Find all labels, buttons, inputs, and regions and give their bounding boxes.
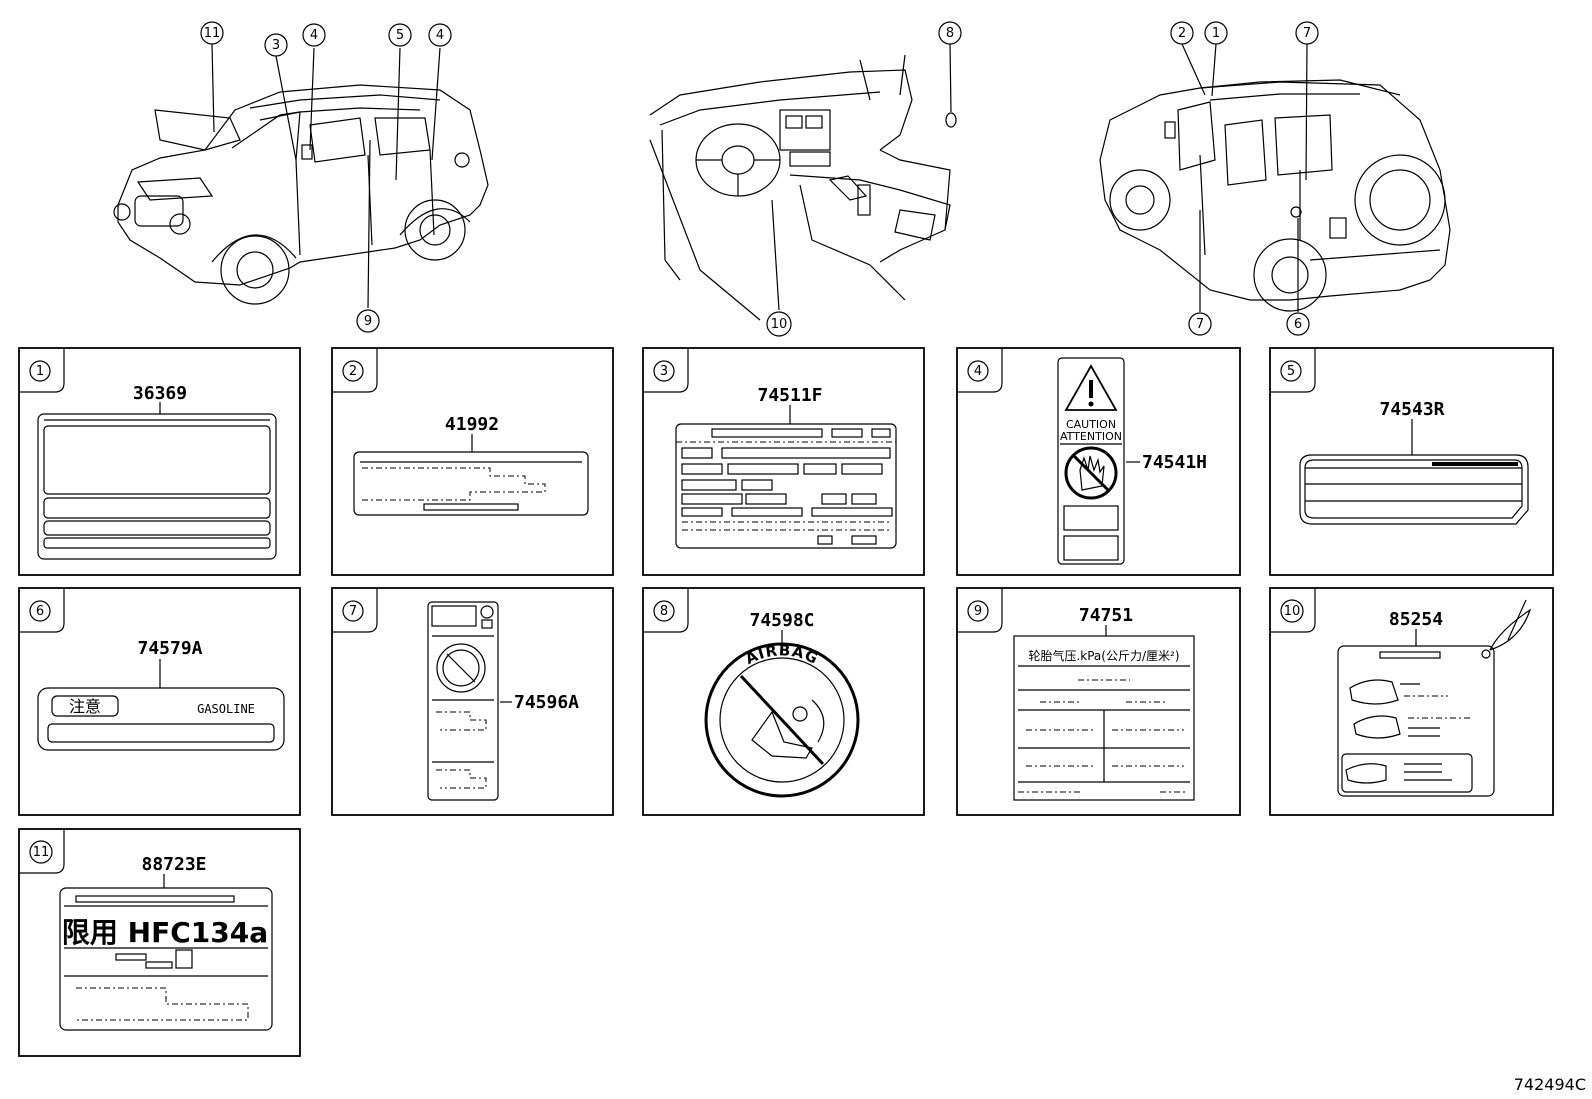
svg-text:11: 11: [204, 26, 221, 41]
svg-text:6: 6: [1294, 317, 1302, 332]
panel-10[interactable]: 10 85254: [1269, 587, 1554, 816]
gasoline-text: GASOLINE: [197, 702, 255, 716]
vehicle-front-view: [113, 43, 489, 309]
panel-number: 3: [660, 364, 668, 379]
svg-text:5: 5: [396, 28, 404, 43]
part-number: 74511F: [757, 385, 822, 406]
vehicle-rear-view: [1099, 43, 1451, 312]
callout-4-front-a: 4: [302, 23, 326, 47]
panel-number: 8: [660, 604, 668, 619]
part-number: 85254: [1389, 609, 1443, 630]
panel-number: 7: [349, 604, 357, 619]
part-number: 74543R: [1379, 399, 1444, 420]
panel-number: 1: [36, 364, 44, 379]
callout-9-front: 9: [356, 309, 380, 333]
panel-number: 10: [1284, 604, 1301, 619]
panel-9[interactable]: 9 74751 轮胎气压.kPa(公斤力/厘米²): [956, 587, 1241, 816]
part-number: 74598C: [749, 610, 814, 631]
tire-pressure-text: 轮胎气压.kPa(公斤力/厘米²): [1028, 648, 1179, 663]
label-85254: [1337, 599, 1532, 797]
callout-8-dash: 8: [938, 21, 962, 45]
notice-text: 注意: [69, 697, 101, 716]
callout-4-front-b: 4: [428, 23, 452, 47]
panel-8[interactable]: 8 74598C AIRBAG: [642, 587, 925, 816]
label-74543R: [1299, 454, 1529, 525]
part-number: 74541H: [1142, 452, 1207, 473]
svg-text:4: 4: [436, 28, 444, 43]
label-74511F: [675, 423, 897, 549]
label-36369: [37, 413, 277, 560]
part-number: 74596A: [514, 692, 579, 713]
part-number: 74751: [1079, 605, 1133, 626]
svg-text:10: 10: [771, 317, 788, 332]
callout-5-front: 5: [388, 23, 412, 47]
panel-1[interactable]: 1 36369: [18, 347, 301, 576]
panel-6[interactable]: 6 74579A 注意 GASOLINE: [18, 587, 301, 816]
callout-1-rear: 1: [1204, 21, 1228, 45]
svg-text:4: 4: [310, 28, 318, 43]
callout-10-dash: 10: [766, 311, 792, 337]
panel-number: 11: [33, 845, 50, 860]
part-number: 36369: [133, 383, 187, 404]
callout-7-rear-top: 7: [1295, 21, 1319, 45]
refrigerant-text: 限用 HFC134a: [62, 916, 268, 949]
part-number: 74579A: [137, 638, 202, 659]
svg-text:8: 8: [946, 26, 954, 41]
svg-text:7: 7: [1196, 317, 1204, 332]
label-74751: 轮胎气压.kPa(公斤力/厘米²): [1013, 635, 1195, 801]
callout-7-rear-bottom: 7: [1188, 312, 1212, 336]
label-74596A: [427, 601, 499, 801]
svg-text:2: 2: [1178, 26, 1186, 41]
svg-text:3: 3: [272, 38, 280, 53]
panel-number: 2: [349, 364, 357, 379]
panel-3[interactable]: 3 74511F: [642, 347, 925, 576]
callout-2-rear: 2: [1170, 21, 1194, 45]
label-74541H: CAUTION ATTENTION: [1057, 357, 1125, 565]
airbag-text: AIRBAG: [743, 641, 822, 668]
svg-text:7: 7: [1303, 26, 1311, 41]
part-number: 88723E: [141, 854, 206, 875]
panel-number: 4: [974, 364, 982, 379]
callout-6-rear: 6: [1286, 312, 1310, 336]
callout-11-front: 11: [200, 21, 224, 45]
svg-text:9: 9: [364, 314, 372, 329]
panel-number: 9: [974, 604, 982, 619]
part-number: 41992: [445, 414, 499, 435]
callout-3-front: 3: [264, 33, 288, 57]
label-74579A: 注意 GASOLINE: [37, 687, 285, 751]
svg-text:1: 1: [1212, 26, 1220, 41]
diagram-id: 742494C: [1514, 1075, 1586, 1094]
panel-11[interactable]: 11 88723E 限用 HFC134a: [18, 828, 301, 1057]
label-88723E: 限用 HFC134a: [59, 887, 273, 1031]
panel-7[interactable]: 7 74596A: [331, 587, 614, 816]
label-74598C: AIRBAG: [704, 641, 860, 798]
label-41992: [353, 451, 589, 516]
panel-number: 5: [1287, 364, 1295, 379]
panel-number: 6: [36, 604, 44, 619]
panel-5[interactable]: 5 74543R: [1269, 347, 1554, 576]
callouts: 11 3 4 5 4 9 8 10 2 1 7 7 6: [200, 21, 1319, 337]
caution-text: CAUTION: [1066, 418, 1116, 431]
dashboard-view: [649, 43, 957, 321]
panel-4[interactable]: 4 CAUTION ATTENTION 74541H: [956, 347, 1241, 576]
attention-text: ATTENTION: [1060, 430, 1122, 443]
panel-2[interactable]: 2 41992: [331, 347, 614, 576]
